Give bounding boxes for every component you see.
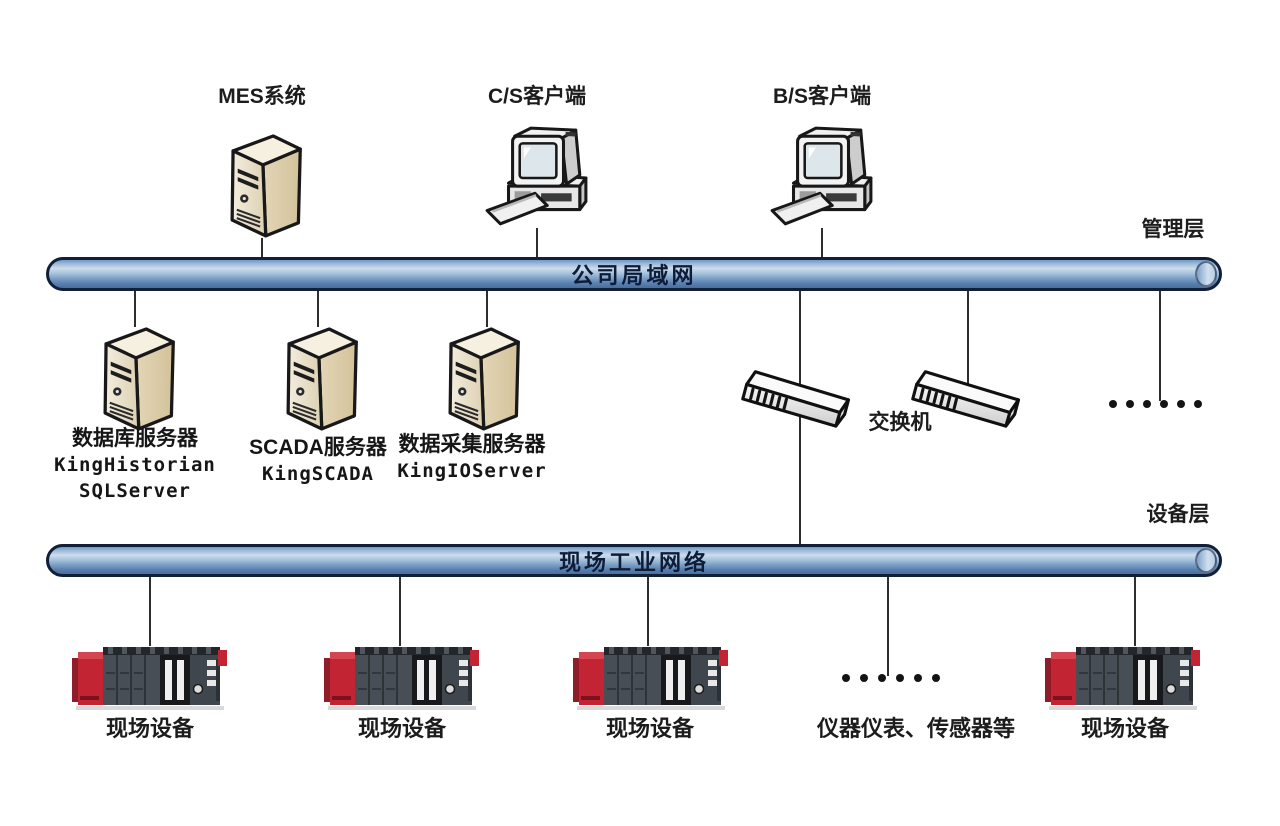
connector-line [799, 291, 801, 545]
server-label-line: KingHistorian [54, 454, 216, 476]
mes-system-label: MES系统 [218, 85, 306, 108]
connector-line [486, 291, 488, 327]
field-device-label: 现场设备 [1080, 716, 1169, 741]
plc-rack-icon [573, 644, 729, 714]
field-industrial-network-bus: 现场工业网络 [46, 544, 1222, 577]
cs-client-label: C/S客户端 [487, 85, 586, 108]
dot [1194, 400, 1202, 408]
dot [860, 674, 868, 682]
connector-line [1134, 577, 1136, 646]
connector-line [647, 577, 649, 646]
connector-line [887, 577, 889, 676]
network-switch-icon [736, 358, 864, 436]
plc-rack-icon [72, 644, 228, 714]
io-server-label: 数据采集服务器 KingIOServer [370, 431, 574, 484]
scada-server-label: SCADA服务器 KingSCADA [216, 434, 420, 487]
connector-line [967, 291, 969, 385]
field-network-label: 现场工业网络 [558, 549, 709, 575]
field-device-label: 现场设备 [605, 716, 694, 741]
plc-rack-icon [324, 644, 480, 714]
field-device-label: 现场设备 [357, 716, 446, 741]
connector-line [536, 228, 538, 258]
switch-label: 交换机 [868, 411, 932, 434]
dot [932, 674, 940, 682]
dot [1143, 400, 1151, 408]
server-label-line: SCADA服务器 [249, 436, 387, 459]
device-layer-label: 设备层 [1146, 503, 1210, 526]
ellipsis-dots [842, 674, 950, 682]
bus-end-cap [1195, 548, 1217, 573]
server-tower-icon [438, 323, 522, 433]
connector-line [149, 577, 151, 646]
server-tower-icon [220, 130, 304, 240]
field-device-label: 现场设备 [105, 716, 194, 741]
bs-client-label: B/S客户端 [772, 85, 871, 108]
connector-line [261, 238, 263, 258]
connector-line [317, 291, 319, 327]
dot [1109, 400, 1117, 408]
desktop-computer-icon [480, 124, 592, 232]
dot [896, 674, 904, 682]
dot [842, 674, 850, 682]
connector-line [399, 577, 401, 646]
dot [1160, 400, 1168, 408]
dot [1126, 400, 1134, 408]
management-layer-label: 管理层 [1141, 218, 1205, 241]
instruments-sensors-label: 仪器仪表、传感器等 [816, 716, 1015, 741]
desktop-computer-icon [765, 124, 877, 232]
dot [1177, 400, 1185, 408]
server-label-line: 数据采集服务器 [398, 433, 546, 456]
company-lan-label: 公司局域网 [571, 263, 697, 288]
bus-end-cap [1195, 261, 1217, 287]
plc-rack-icon [1045, 644, 1201, 714]
connector-line [821, 228, 823, 258]
server-label-line: KingSCADA [262, 463, 374, 485]
server-label-line: 数据库服务器 [72, 427, 198, 450]
server-tower-icon [93, 323, 177, 433]
ellipsis-dots [1109, 400, 1211, 408]
server-tower-icon [276, 323, 360, 433]
database-server-label: 数据库服务器 KingHistorian SQLServer [33, 425, 237, 504]
dot [878, 674, 886, 682]
company-lan-bus: 公司局域网 [46, 257, 1222, 291]
dot [914, 674, 922, 682]
connector-line [1159, 291, 1161, 401]
server-label-line: KingIOServer [397, 460, 547, 482]
connector-line [134, 291, 136, 327]
server-label-line: SQLServer [79, 480, 191, 502]
